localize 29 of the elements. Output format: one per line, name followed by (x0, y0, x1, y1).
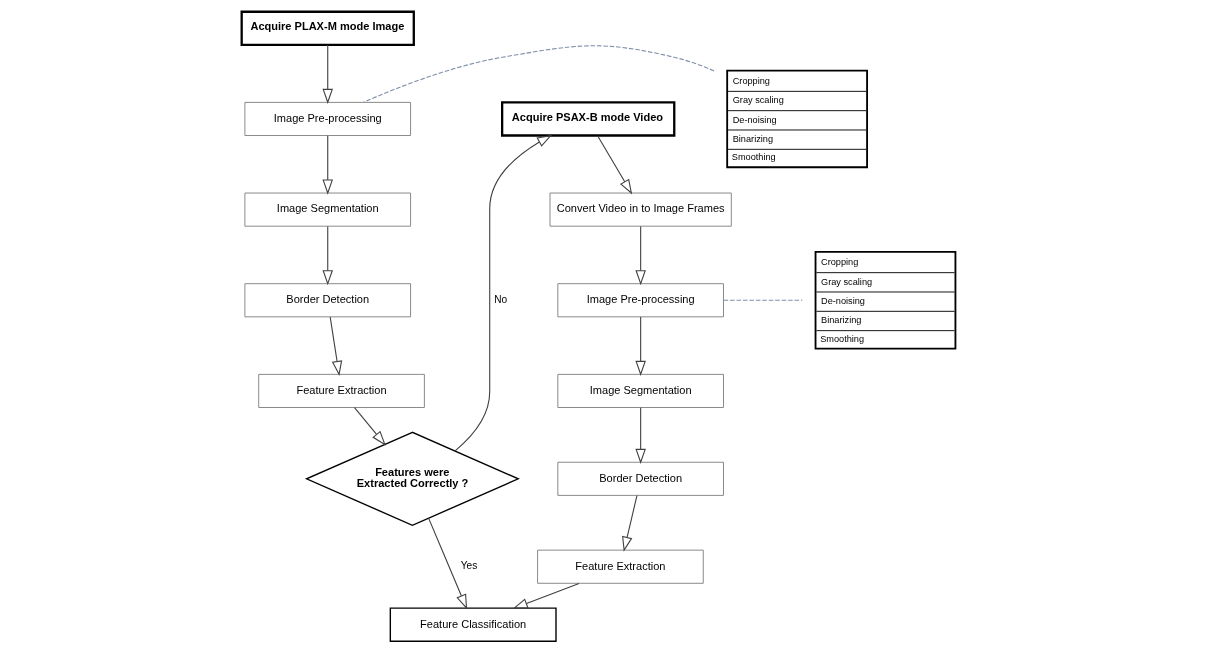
node-box: Border Detection (244, 283, 412, 318)
arrow (512, 582, 580, 609)
arrow (329, 316, 343, 376)
arrow (635, 316, 646, 376)
node-box: Image Pre-processing (244, 101, 412, 136)
node-box: Convert Video in to Image Frames (549, 192, 732, 227)
edge-label: Yes (460, 560, 478, 572)
node-box: Feature Classification (389, 607, 557, 642)
node-box: Acquire PSAX-B mode Video (501, 101, 676, 137)
node-box: Image Segmentation (557, 373, 724, 408)
arrow (428, 517, 468, 610)
arrow (322, 44, 334, 104)
node-box: Acquire PLAX-M mode Image (240, 10, 415, 46)
arrow (635, 225, 646, 286)
arrow (322, 135, 334, 195)
connector (723, 299, 803, 301)
arrow (635, 407, 646, 464)
arrow (597, 135, 633, 195)
edge-label: No (494, 293, 508, 305)
arrow (622, 494, 638, 552)
connector (362, 45, 715, 103)
node-box: Border Detection (557, 461, 724, 496)
arrow (454, 134, 553, 452)
arrow (322, 225, 334, 286)
node-box: Image Pre-processing (557, 283, 724, 318)
node-box: Image Segmentation (244, 192, 412, 227)
arrow (354, 407, 386, 446)
node-box: Feature Extraction (537, 549, 704, 584)
node-box: Feature Extraction (258, 373, 425, 408)
